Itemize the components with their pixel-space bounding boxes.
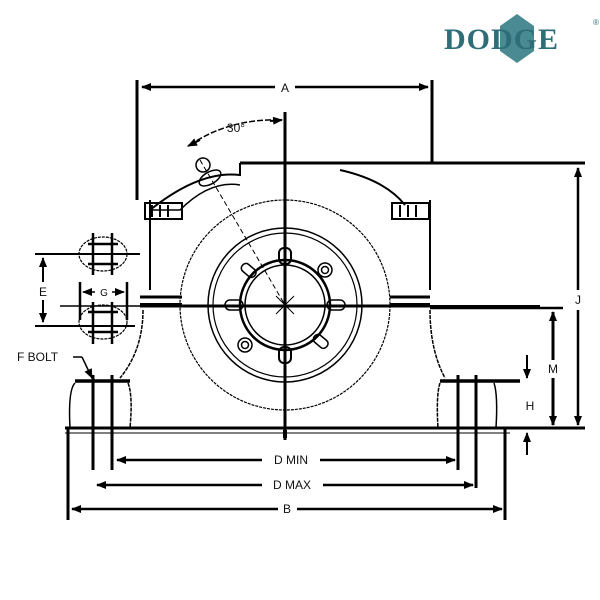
logo-text: DODGE — [444, 23, 559, 56]
label-a: A — [281, 81, 289, 95]
label-d-max: D MAX — [273, 478, 311, 492]
label-m: M — [548, 362, 558, 376]
label-g: G — [100, 288, 108, 299]
registered-mark: ® — [593, 18, 599, 27]
label-angle: 30° — [227, 121, 245, 135]
label-d-min: D MIN — [274, 453, 308, 467]
dodge-logo: DODGE ® — [444, 14, 599, 63]
label-b: B — [283, 502, 291, 516]
label-e: E — [39, 285, 47, 299]
label-h: H — [526, 399, 535, 413]
label-f-bolt: F BOLT — [17, 350, 59, 364]
housing-drawing — [35, 80, 585, 520]
label-j: J — [575, 293, 581, 307]
